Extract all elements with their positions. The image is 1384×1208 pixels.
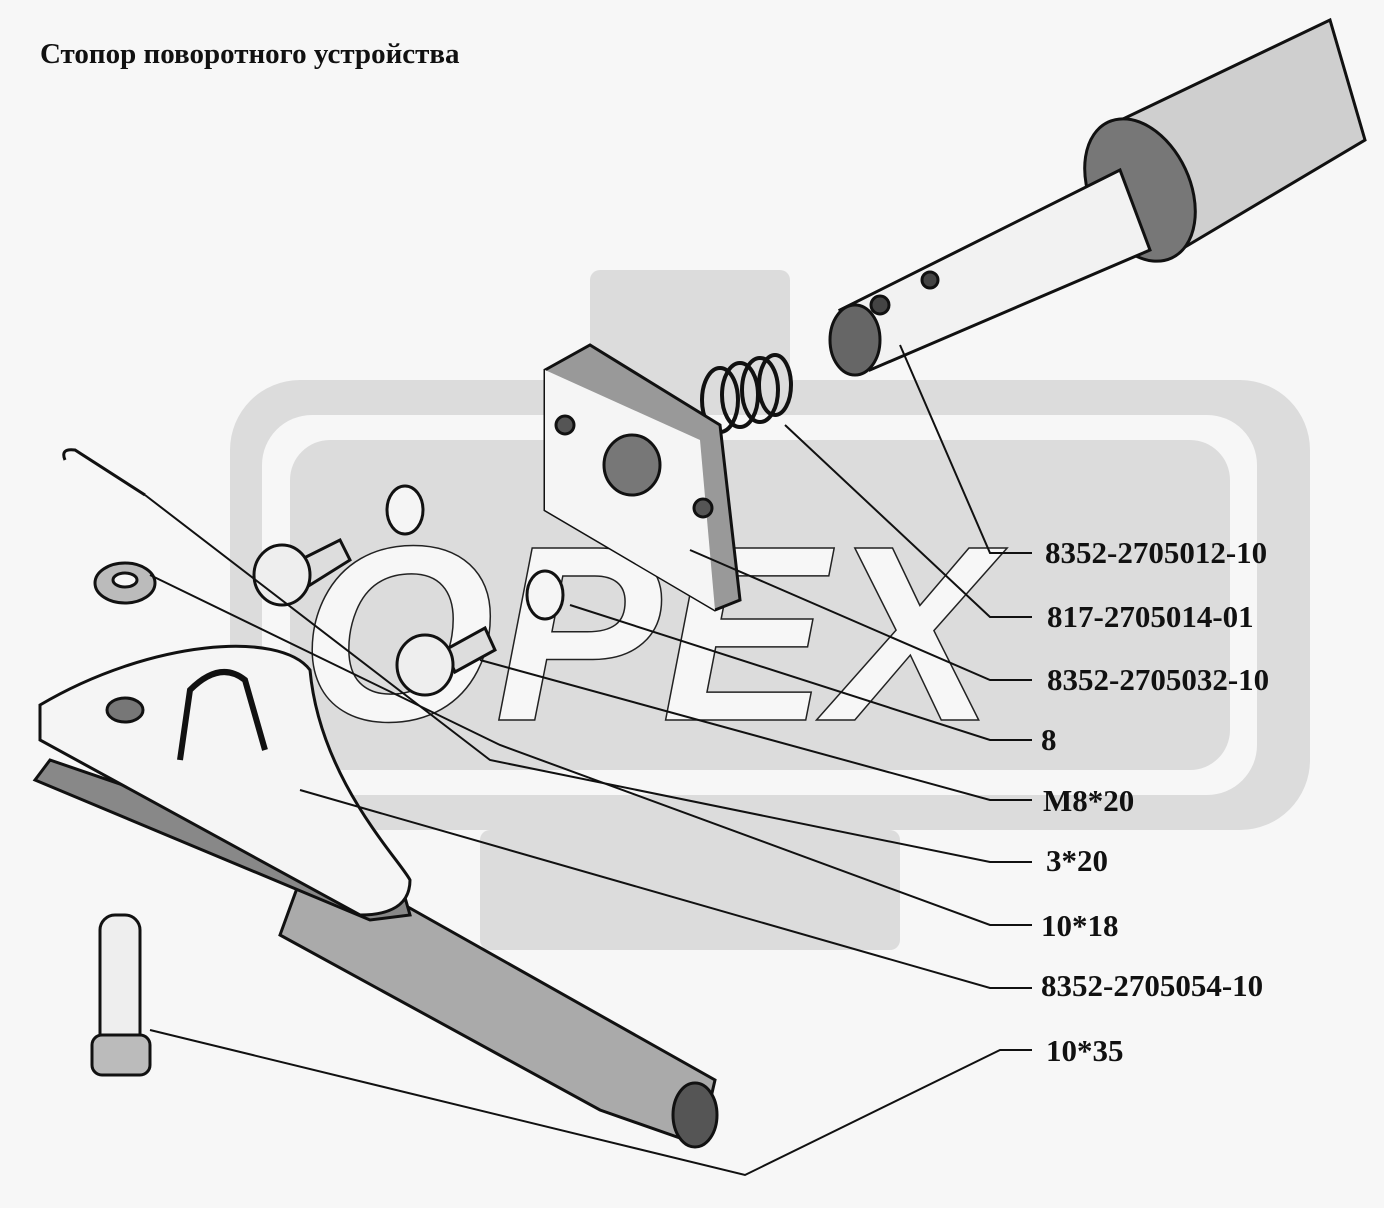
small-parts <box>62 448 565 1077</box>
cotter-pin <box>62 448 146 497</box>
handle-part <box>828 17 1367 377</box>
leader-lines <box>144 344 1032 1177</box>
callout-lever: 8352-2705054-10 <box>1041 968 1264 1003</box>
callout-pin: 10*35 <box>1046 1033 1124 1068</box>
spring-washer-2 <box>525 569 565 621</box>
plate-part <box>543 343 742 612</box>
spring-part <box>700 353 793 434</box>
callout-bolt: M8*20 <box>1043 783 1135 818</box>
spring-washer-1 <box>385 484 425 536</box>
lever-part <box>32 644 719 1149</box>
callout-spring: 817-2705014-01 <box>1047 599 1254 634</box>
callout-cotter-pin: 3*20 <box>1046 843 1108 878</box>
callout-plate: 8352-2705032-10 <box>1047 662 1270 697</box>
callout-handle: 8352-2705012-10 <box>1045 535 1268 570</box>
callout-washer: 10*18 <box>1041 908 1119 943</box>
diagram-title: Стопор поворотного устройства <box>40 38 460 70</box>
callout-spring-washer: 8 <box>1041 722 1057 757</box>
